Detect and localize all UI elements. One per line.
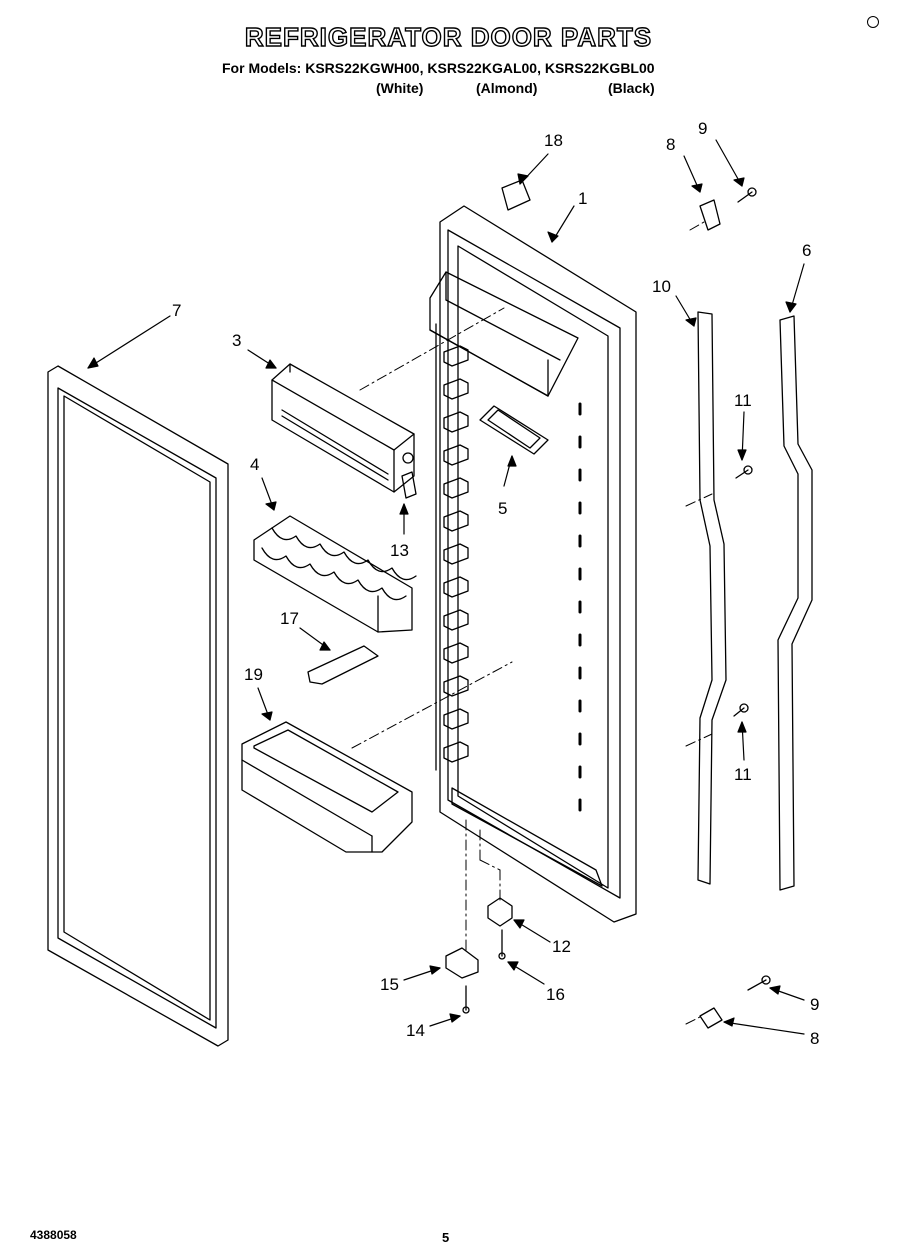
models-line: For Models: KSRS22KGWH00, KSRS22KGAL00, …	[222, 60, 655, 76]
shelf-tab-left	[443, 741, 469, 763]
callout-5: 5	[498, 499, 507, 518]
shelf-tab-left	[443, 708, 469, 730]
callout-4: 4	[250, 455, 259, 474]
callout-9-bottom: 9	[810, 995, 819, 1014]
callout-8-bottom: 8	[810, 1029, 819, 1048]
leader-arrows	[87, 139, 805, 1035]
callout-6: 6	[802, 241, 811, 260]
callout-15: 15	[380, 975, 399, 994]
shelf-tab-left	[443, 444, 469, 466]
callout-14: 14	[406, 1021, 425, 1040]
shelf-tab-left	[443, 576, 469, 598]
part-5-small-bin	[479, 405, 549, 455]
part-17-clip	[307, 645, 379, 685]
callout-19: 19	[244, 665, 263, 684]
part-6-seal-strip	[777, 315, 813, 891]
variant-black: (Black)	[608, 80, 655, 96]
shelf-tab-left	[443, 642, 469, 664]
callout-10: 10	[652, 277, 671, 296]
callout-8-top: 8	[666, 135, 675, 154]
part-3-dairy-compartment	[271, 363, 415, 493]
part-9-screw-bottom	[747, 975, 771, 991]
part-16-screw	[498, 929, 506, 960]
part-18-label	[501, 179, 531, 211]
callout-11-lower: 11	[734, 765, 752, 784]
shelf-tab-left	[443, 543, 469, 565]
page-title: REFRIGERATOR DOOR PARTS	[244, 21, 653, 52]
liner-shelf-tabs	[443, 345, 582, 812]
callout-1: 1	[578, 189, 587, 208]
part-10-reinforcement-strip	[697, 311, 727, 885]
shelf-tab-left	[443, 675, 469, 697]
part-15-hinge-block	[445, 947, 479, 979]
variant-white: (White)	[376, 80, 424, 96]
callout-11-upper: 11	[734, 391, 752, 410]
shelf-tab-left	[443, 477, 469, 499]
part-1-door-liner	[429, 205, 637, 923]
part-8-hinge-cover-top	[699, 199, 721, 231]
part-9-screw-top	[737, 187, 757, 203]
callout-18: 18	[544, 131, 563, 150]
shelf-tab-left	[443, 345, 469, 367]
part-4-egg-tray	[253, 515, 417, 633]
callout-9-top: 9	[698, 119, 707, 138]
shelf-tab-left	[443, 411, 469, 433]
callout-numbers: 1 18 7 3 4 5 13 17 19 8 9 10 6 11 11 12 …	[172, 119, 819, 1048]
part-11-screw-lower	[733, 703, 749, 717]
part-11-screw-upper	[735, 465, 753, 479]
part-7-door-gasket	[47, 365, 229, 1047]
corner-registration-mark	[867, 16, 879, 28]
callout-16: 16	[546, 985, 565, 1004]
part-12-hinge-pin	[487, 897, 513, 927]
document-number: 4388058	[30, 1228, 77, 1242]
part-14-screw	[462, 985, 470, 1014]
shelf-tab-left	[443, 510, 469, 532]
shelf-tab-left	[443, 378, 469, 400]
callout-3: 3	[232, 331, 241, 350]
shelf-tab-left	[443, 609, 469, 631]
part-13-pin	[401, 471, 417, 499]
callout-17: 17	[280, 609, 299, 628]
callout-13: 13	[390, 541, 409, 560]
variant-almond: (Almond)	[476, 80, 538, 96]
part-19-door-bin	[241, 721, 413, 853]
callout-12: 12	[552, 937, 571, 956]
page-number: 5	[442, 1230, 450, 1245]
callout-7: 7	[172, 301, 181, 320]
assembly-lines	[351, 221, 713, 1025]
part-8-hinge-cover-bottom	[699, 1007, 723, 1029]
